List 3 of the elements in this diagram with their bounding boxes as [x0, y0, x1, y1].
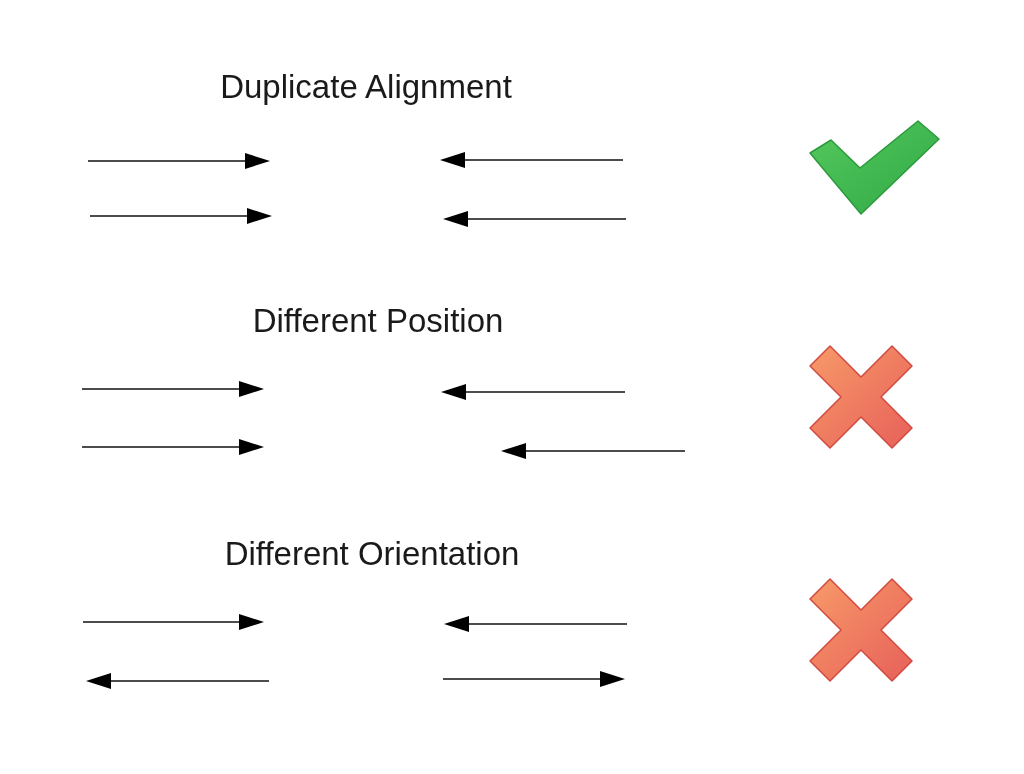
section-heading: Different Orientation [224, 535, 520, 573]
section-heading: Duplicate Alignment [220, 68, 512, 106]
section-heading: Different Position [252, 302, 504, 340]
